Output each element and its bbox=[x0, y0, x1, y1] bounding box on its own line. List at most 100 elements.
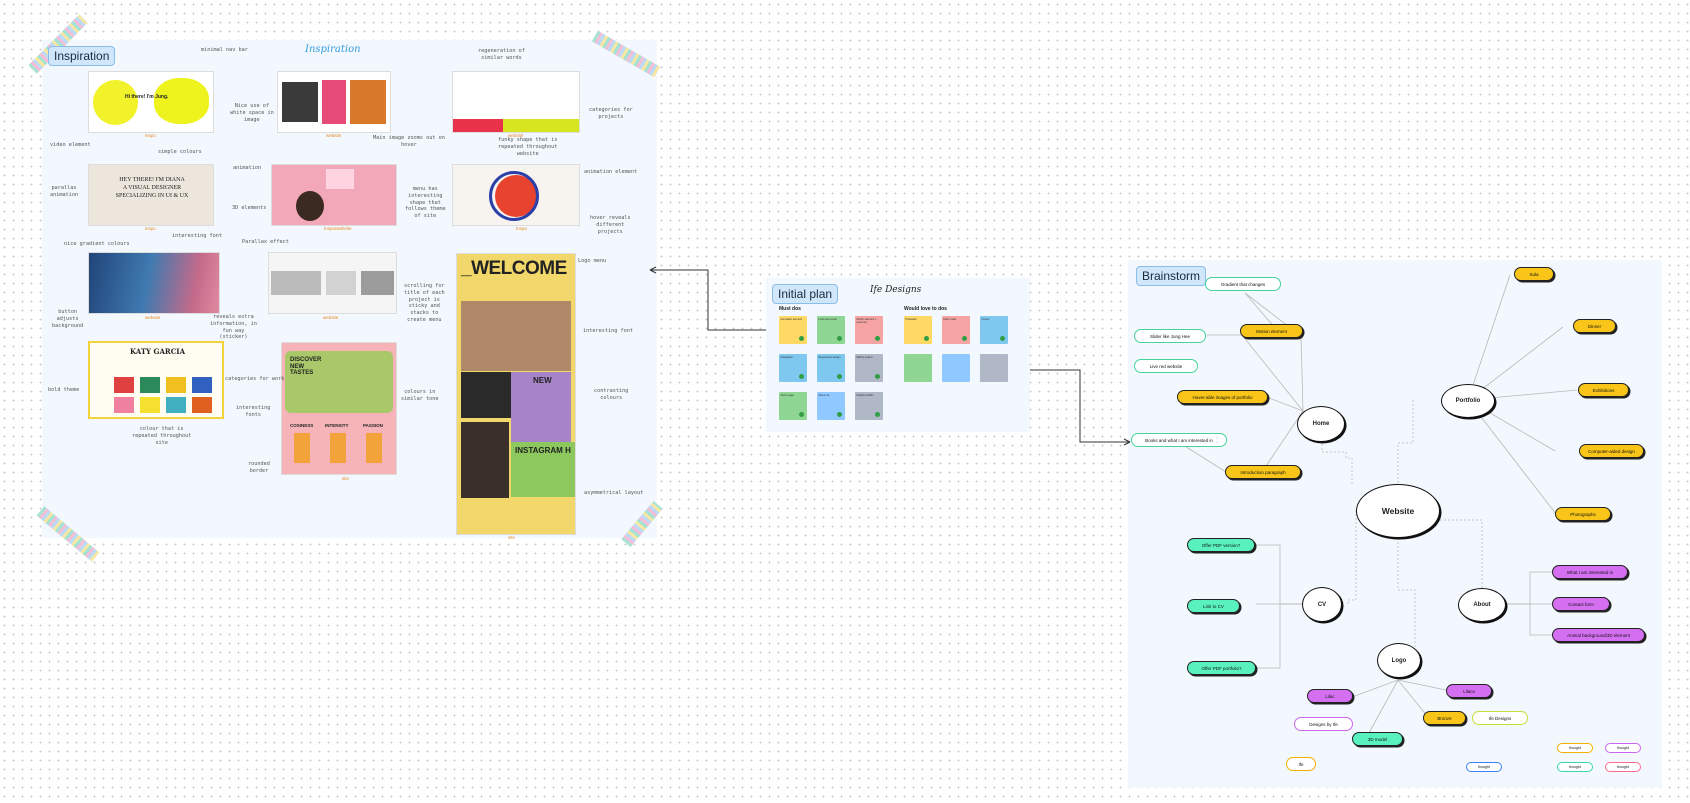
would-love-sticky-note[interactable] bbox=[904, 354, 932, 382]
must-do-sticky-note[interactable]: Animation element bbox=[779, 316, 807, 344]
screenshot-funky-shape[interactable] bbox=[452, 164, 580, 226]
logo-item-pill[interactable]: Lilac bbox=[1307, 689, 1353, 703]
logo-item-pill[interactable]: Bronze bbox=[1423, 711, 1466, 725]
caption[interactable]: website bbox=[326, 133, 342, 138]
caption[interactable]: site bbox=[508, 535, 516, 540]
screenshot-jung[interactable]: Hi there! I'm Jung. bbox=[88, 71, 214, 133]
must-do-sticky-note[interactable]: About page bbox=[779, 392, 807, 420]
must-do-sticky-note[interactable]: Links and email bbox=[817, 316, 845, 344]
initial-plan-title[interactable]: Initial plan bbox=[772, 284, 839, 304]
annotation[interactable]: Nice use of white space in image bbox=[230, 103, 274, 123]
would-love-sticky-note[interactable]: Dark mode bbox=[942, 316, 970, 344]
annotation[interactable]: minimal nav bar bbox=[201, 47, 248, 53]
screenshot-parallax[interactable] bbox=[268, 252, 397, 314]
legend-thought-pill[interactable]: thought bbox=[1557, 743, 1593, 753]
screenshot-regeneration[interactable] bbox=[452, 71, 580, 133]
caption[interactable]: website bbox=[323, 315, 339, 320]
portfolio-item-pill[interactable]: Computer-aided design bbox=[1579, 444, 1644, 458]
logo-sub-idea-pill[interactable]: Ife bbox=[1286, 757, 1316, 771]
portfolio-node[interactable]: Portfolio bbox=[1441, 384, 1495, 418]
home-sub-idea-pill[interactable]: Live red website bbox=[1134, 359, 1198, 373]
annotation[interactable]: asymmetrical layout bbox=[584, 490, 644, 496]
annotation[interactable]: contrasting colours bbox=[594, 388, 629, 401]
home-idea-pill[interactable]: Motion element bbox=[1240, 324, 1303, 338]
legend-thought-pill[interactable]: thought bbox=[1605, 762, 1641, 772]
annotation[interactable]: colours in similar tone bbox=[401, 389, 439, 402]
cv-item-pill[interactable]: Link to CV bbox=[1187, 599, 1240, 613]
annotation[interactable]: scrolling for title of each project is s… bbox=[404, 283, 445, 323]
must-do-sticky-note[interactable]: About me bbox=[817, 392, 845, 420]
website-node[interactable]: Website bbox=[1356, 484, 1440, 538]
annotation[interactable]: video element bbox=[50, 142, 91, 148]
annotation[interactable]: interesting fonts bbox=[236, 405, 271, 418]
annotation[interactable]: bold theme bbox=[48, 387, 80, 393]
home-sub-idea-pill[interactable]: Slider like Jung Hee bbox=[1134, 329, 1206, 343]
annotation[interactable]: 3D elements bbox=[232, 205, 267, 211]
screenshot-diana[interactable]: HEY THERE! I'M DIANA A VISUAL DESIGNER S… bbox=[88, 164, 214, 226]
must-do-sticky-note[interactable]: Motion element + personal bbox=[855, 316, 883, 344]
would-love-sticky-note[interactable] bbox=[942, 354, 970, 382]
screenshot-pink-3d[interactable] bbox=[271, 164, 397, 226]
screenshot-katy-garcia[interactable]: KATY GARCIA bbox=[88, 341, 224, 419]
must-do-sticky-note[interactable]: Responsive design bbox=[817, 354, 845, 382]
annotation[interactable]: nice gradient colours bbox=[64, 241, 130, 247]
about-node[interactable]: About bbox=[1458, 588, 1506, 622]
annotation[interactable]: button adjusts background bbox=[52, 309, 84, 329]
annotation[interactable]: menu has interesting shape that follows … bbox=[405, 186, 446, 219]
cv-item-pill[interactable]: Offer PDF version? bbox=[1187, 538, 1255, 552]
would-love-sticky-note[interactable]: Cursor bbox=[980, 316, 1008, 344]
annotation[interactable]: simple colours bbox=[158, 149, 202, 155]
brainstorm-title[interactable]: Brainstorm bbox=[1136, 266, 1207, 286]
annotation[interactable]: regeneration of similar words bbox=[478, 48, 525, 61]
cv-node[interactable]: CV bbox=[1302, 587, 1342, 622]
home-sub-idea-pill[interactable]: Books and what I am interested in bbox=[1131, 433, 1227, 447]
about-item-pill[interactable]: Animal background/3D element bbox=[1552, 628, 1645, 642]
about-item-pill[interactable]: Contact form bbox=[1552, 597, 1610, 611]
logo-item-pill[interactable]: Lilacs bbox=[1446, 684, 1492, 698]
logo-item-pill[interactable]: 3D model bbox=[1352, 732, 1403, 746]
caption[interactable]: Inspo/website bbox=[324, 226, 352, 231]
caption[interactable]: inspo bbox=[145, 133, 156, 138]
cv-item-pill[interactable]: Offer PDF portfolio? bbox=[1187, 661, 1256, 675]
logo-node[interactable]: Logo bbox=[1377, 643, 1421, 678]
screenshot-white-space[interactable] bbox=[277, 71, 391, 133]
home-sub-idea-pill[interactable]: Gradient that changes bbox=[1205, 277, 1281, 291]
home-idea-pill[interactable]: Hover-able images of portfolio bbox=[1177, 390, 1268, 404]
caption[interactable]: website bbox=[145, 315, 161, 320]
annotation[interactable]: rounded border bbox=[248, 461, 270, 474]
inspiration-title[interactable]: Inspiration bbox=[48, 46, 116, 66]
logo-sub-idea-pill[interactable]: Ife Designs bbox=[1472, 711, 1528, 725]
annotation[interactable]: categories for projects bbox=[589, 107, 633, 120]
portfolio-item-pill[interactable]: Dinner bbox=[1573, 319, 1616, 333]
home-node[interactable]: Home bbox=[1297, 406, 1345, 442]
legend-thought-pill[interactable]: thought bbox=[1605, 743, 1641, 753]
caption[interactable]: inspo bbox=[145, 226, 156, 231]
legend-thought-pill[interactable]: thought bbox=[1466, 762, 1502, 772]
about-item-pill[interactable]: What I am interested in bbox=[1552, 565, 1628, 579]
annotation[interactable]: animation bbox=[233, 165, 262, 171]
portfolio-item-pill[interactable]: Photographs bbox=[1555, 507, 1611, 521]
screenshot-tastes[interactable]: DISCOVER NEW TASTES COSINESS INTENSITY P… bbox=[281, 342, 397, 475]
annotation[interactable]: categories for work bbox=[225, 376, 285, 382]
caption[interactable]: site bbox=[342, 476, 350, 481]
annotation[interactable]: parallax animation bbox=[50, 185, 79, 198]
annotation[interactable]: interesting font bbox=[172, 233, 222, 239]
portfolio-item-pill[interactable]: Sula bbox=[1514, 267, 1554, 281]
caption[interactable]: Inspo bbox=[516, 226, 528, 231]
annotation[interactable]: Main image zooms out on hover bbox=[373, 135, 445, 148]
would-love-sticky-note[interactable] bbox=[980, 354, 1008, 382]
screenshot-welcome[interactable]: _WELCOME NEW INSTAGRAM H bbox=[456, 253, 576, 535]
must-do-sticky-note[interactable]: Navigation bbox=[779, 354, 807, 382]
portfolio-item-pill[interactable]: Exhibitions bbox=[1578, 383, 1629, 397]
screenshot-gradient[interactable] bbox=[88, 252, 220, 314]
annotation[interactable]: Parallax effect bbox=[242, 239, 289, 245]
annotation[interactable]: reveals extra information, in fun way (s… bbox=[210, 314, 257, 341]
would-love-sticky-note[interactable]: Preloader bbox=[904, 316, 932, 344]
logo-sub-idea-pill[interactable]: Designs by Ife bbox=[1294, 717, 1353, 731]
annotation[interactable]: funky shape that is repeated throughout … bbox=[498, 137, 558, 157]
home-idea-pill[interactable]: Introduction paragraph bbox=[1225, 465, 1301, 479]
annotation[interactable]: interesting font bbox=[583, 328, 633, 334]
annotation[interactable]: hover reveals different projects bbox=[590, 215, 631, 235]
must-do-sticky-note[interactable]: Digital portfolio bbox=[855, 392, 883, 420]
legend-thought-pill[interactable]: thought bbox=[1557, 762, 1593, 772]
